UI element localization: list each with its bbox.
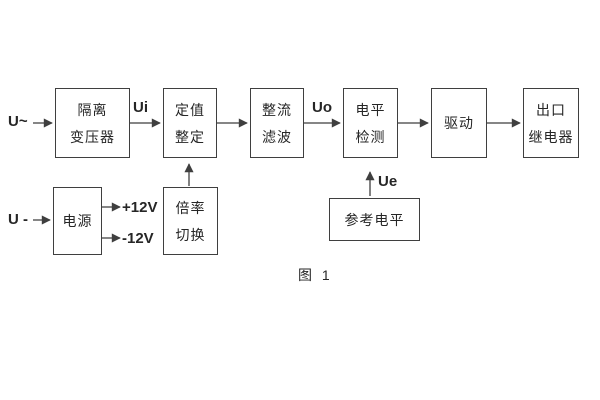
block-label: 定值 bbox=[175, 101, 205, 118]
signal-label-uo: Uo bbox=[312, 99, 332, 116]
block-label: 驱动 bbox=[444, 115, 474, 131]
block-label: 隔离 bbox=[77, 101, 108, 118]
signal-label-minus12v: -12V bbox=[122, 230, 154, 247]
block-label: 切换 bbox=[175, 226, 206, 243]
block-label: 倍率 bbox=[175, 199, 206, 216]
signal-label-plus12v: +12V bbox=[122, 199, 158, 216]
signal-label-ui: Ui bbox=[133, 99, 148, 116]
block-label: 参考电平 bbox=[344, 211, 405, 228]
block-ratio-switch: 倍率 切换 bbox=[163, 187, 218, 255]
block-label: 电源 bbox=[62, 213, 93, 229]
block-value-setting: 定值 整定 bbox=[163, 88, 217, 158]
signal-label-ue: Ue bbox=[378, 173, 398, 190]
block-label: 变压器 bbox=[70, 128, 115, 145]
block-level-detection: 电平 检测 bbox=[343, 88, 398, 158]
signal-label-u-dc: U - bbox=[8, 211, 28, 228]
block-output-relay: 出口 继电器 bbox=[523, 88, 579, 158]
block-label: 出口 bbox=[536, 101, 566, 118]
block-reference-level: 参考电平 bbox=[329, 198, 420, 241]
block-label: 电平 bbox=[355, 101, 386, 118]
block-label: 整流 bbox=[262, 101, 292, 118]
block-label: 滤波 bbox=[262, 128, 292, 145]
block-label: 检测 bbox=[355, 128, 386, 145]
block-drive: 驱动 bbox=[431, 88, 487, 158]
signal-label-u-ac: U~ bbox=[8, 113, 28, 130]
block-rectifier-filter: 整流 滤波 bbox=[250, 88, 304, 158]
figure-caption: 图 1 bbox=[298, 267, 333, 283]
block-label: 整定 bbox=[175, 128, 205, 145]
block-power-supply: 电源 bbox=[53, 187, 102, 255]
block-label: 继电器 bbox=[528, 128, 574, 145]
block-isolation-transformer: 隔离 变压器 bbox=[55, 88, 130, 158]
